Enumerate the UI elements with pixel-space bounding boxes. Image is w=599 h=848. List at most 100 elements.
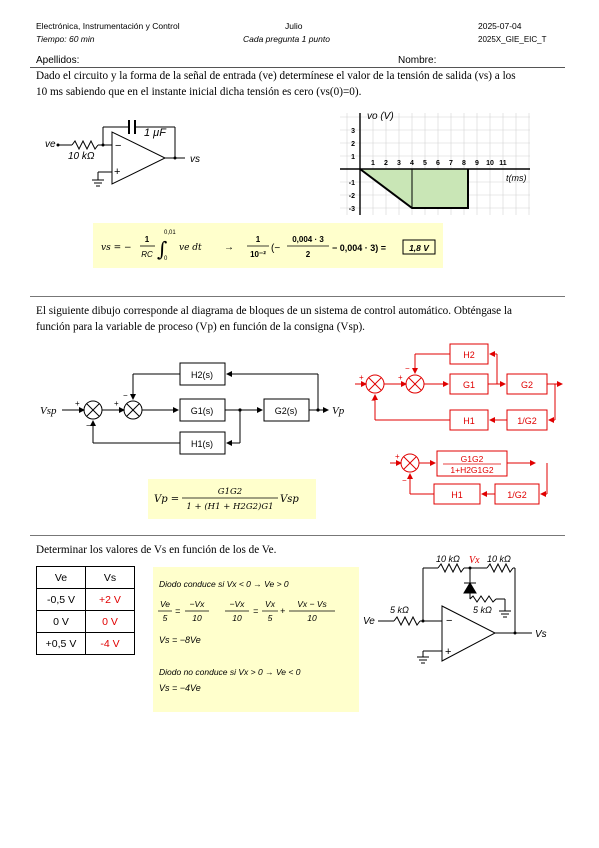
q2-red-reduction: H2 G1 G2 H1 1/G2 G1G2 1+H2G1G2 H1 1/G2 +… [355, 343, 563, 505]
q2-input-label: Vsp [40, 405, 57, 417]
q2-eq-num: G1G2 [218, 487, 242, 497]
q2-block-g2: G2(s) [275, 406, 298, 416]
q1-eq-frac2-den: 10⁻² [250, 250, 266, 259]
header-rule [30, 67, 565, 68]
q2-text-line1: El siguiente dibujo corresponde al diagr… [36, 305, 512, 317]
q1-eq-frac3-den: 2 [306, 250, 311, 259]
q1-cap-label: 1 μF [144, 127, 167, 139]
q3-frac-b-num: −Vx [190, 599, 206, 609]
q2-q3-divider [30, 535, 565, 536]
exam-month: Julio [285, 21, 303, 31]
q3-eq-1: = [175, 606, 180, 616]
q1-solution-box: vs = − 1 RC ∫ 0,01 0 ve dt → 1 10⁻² (− 0… [93, 223, 443, 268]
svg-text:−: − [371, 396, 376, 405]
q3-r-in: 5 kΩ [390, 605, 409, 615]
q2-red-h1: H1 [463, 416, 475, 426]
q1-q2-divider [30, 296, 565, 297]
q1-x-tick: 2 [384, 160, 388, 167]
q2-red-inv-g2: 1/G2 [517, 416, 537, 426]
q2-block-h2: H2(s) [191, 370, 213, 380]
svg-text:−: − [446, 615, 452, 627]
svg-text:+: + [359, 373, 364, 382]
surname-label: Apellidos: [36, 55, 80, 66]
q2-red-inv-g2b: 1/G2 [507, 490, 527, 500]
q2-red-g1: G1 [463, 380, 475, 390]
svg-text:+: + [395, 452, 400, 461]
q2-red-g2: G2 [521, 380, 533, 390]
q3-vout-label: Vs [535, 629, 547, 640]
q1-x-tick: 11 [499, 160, 507, 167]
q3-table-cell: -4 V [85, 632, 135, 655]
q3-r-top2: 10 kΩ [487, 554, 511, 564]
q1-text-line2: 10 ms sabiendo que en el instante inicia… [36, 86, 362, 98]
q1-y-tick: 2 [351, 141, 355, 148]
q3-table-cell: 0 V [36, 610, 86, 633]
q1-y-tick: 1 [351, 154, 355, 161]
q3-frac-a-num: Ve [160, 599, 170, 609]
q3-table-cell: -0,5 V [36, 588, 86, 611]
q1-x-tick: 7 [449, 160, 453, 167]
q1-eq-result: 1,8 V [409, 243, 430, 253]
q3-result1: Vs = −8Ve [159, 635, 201, 645]
q1-graph-xlabel: t(ms) [506, 173, 527, 183]
q1-eq-integrand: ve dt [179, 243, 202, 253]
svg-text:+: + [114, 166, 120, 178]
q3-vx-label: Vx [469, 555, 480, 566]
q1-x-tick: 4 [410, 160, 414, 167]
q1-y-tick: -3 [349, 206, 355, 213]
q1-eq-int-lower: 0 [164, 256, 168, 262]
q3-table-head-vs: Vs [85, 566, 135, 589]
q3-table-cell: +2 V [85, 588, 135, 611]
exam-code: 2025X_GIE_EIC_T [478, 35, 547, 44]
q1-eq-lhs: vs = − [101, 243, 132, 253]
q2-text-line2: función para la variable de proceso (Vp)… [36, 321, 365, 333]
q1-eq-arrow: → [224, 242, 234, 253]
q3-eq-2: = [253, 606, 258, 616]
q3-vin-label: Ve [363, 616, 375, 627]
q1-x-tick: 10 [486, 160, 494, 167]
exam-date: 2025-07-04 [478, 21, 522, 31]
q3-text: Determinar los valores de Vs en función … [36, 544, 277, 556]
q3-frac-e-den: 10 [307, 613, 317, 623]
q2-eq-rhs: Vsp [280, 494, 299, 505]
q3-table-head-ve: Ve [36, 566, 86, 589]
q1-eq-frac2-num: 1 [256, 235, 261, 244]
q2-solution-box: Vp = G1G2 1 + (H1 + H2G2)G1 Vsp [148, 479, 316, 519]
name-label: Nombre: [398, 55, 437, 66]
q3-line1: Diodo conduce si Vx < 0 → Ve > 0 [159, 579, 289, 589]
q3-table-cell: 0 V [85, 610, 135, 633]
q1-graph-ylabel: vo (V) [367, 111, 394, 122]
q3-eq-3: + [280, 606, 285, 616]
q2-red-h2: H2 [463, 350, 475, 360]
svg-text:+: + [75, 399, 80, 408]
svg-text:+: + [114, 399, 119, 408]
q3-frac-e-num: Vx − Vs [297, 599, 327, 609]
q1-text-line1: Dado el circuito y la forma de la señal … [36, 70, 516, 82]
q2-block-h1: H1(s) [191, 439, 213, 449]
q2-output-label: Vp [332, 405, 345, 417]
q1-x-tick: 8 [462, 160, 466, 167]
exam-scoring: Cada pregunta 1 punto [243, 34, 330, 44]
q2-red-merged-num: G1G2 [461, 454, 484, 464]
q1-integrator-circuit: − + 1 μF 10 kΩ ve vs [45, 120, 200, 187]
q1-res-label: 10 kΩ [68, 151, 95, 162]
q3-frac-d-num: Vx [265, 599, 276, 609]
q1-y-tick: -1 [349, 180, 355, 187]
q2-red-h1b: H1 [451, 490, 463, 500]
q1-eq-frac3-num: 0,004 · 3 [292, 235, 324, 244]
q1-eq-frac1-den: RC [141, 250, 153, 259]
q1-eq-frac1-num: 1 [145, 235, 150, 244]
q1-x-tick: 6 [436, 160, 440, 167]
svg-text:−: − [402, 476, 407, 485]
q1-x-tick: 9 [475, 160, 479, 167]
q2-block-diagram: +− +− H2(s) G1(s) G2(s) H1(s) Vsp Vp [40, 362, 345, 455]
course-name: Electrónica, Instrumentación y Control [36, 21, 180, 31]
svg-text:−: − [115, 140, 121, 152]
svg-text:−: − [123, 391, 128, 400]
q2-block-g1: G1(s) [191, 406, 214, 416]
q3-frac-b-den: 10 [192, 613, 202, 623]
q1-y-tick: -2 [349, 193, 355, 200]
q2-red-merged-den: 1+H2G1G2 [450, 465, 494, 475]
